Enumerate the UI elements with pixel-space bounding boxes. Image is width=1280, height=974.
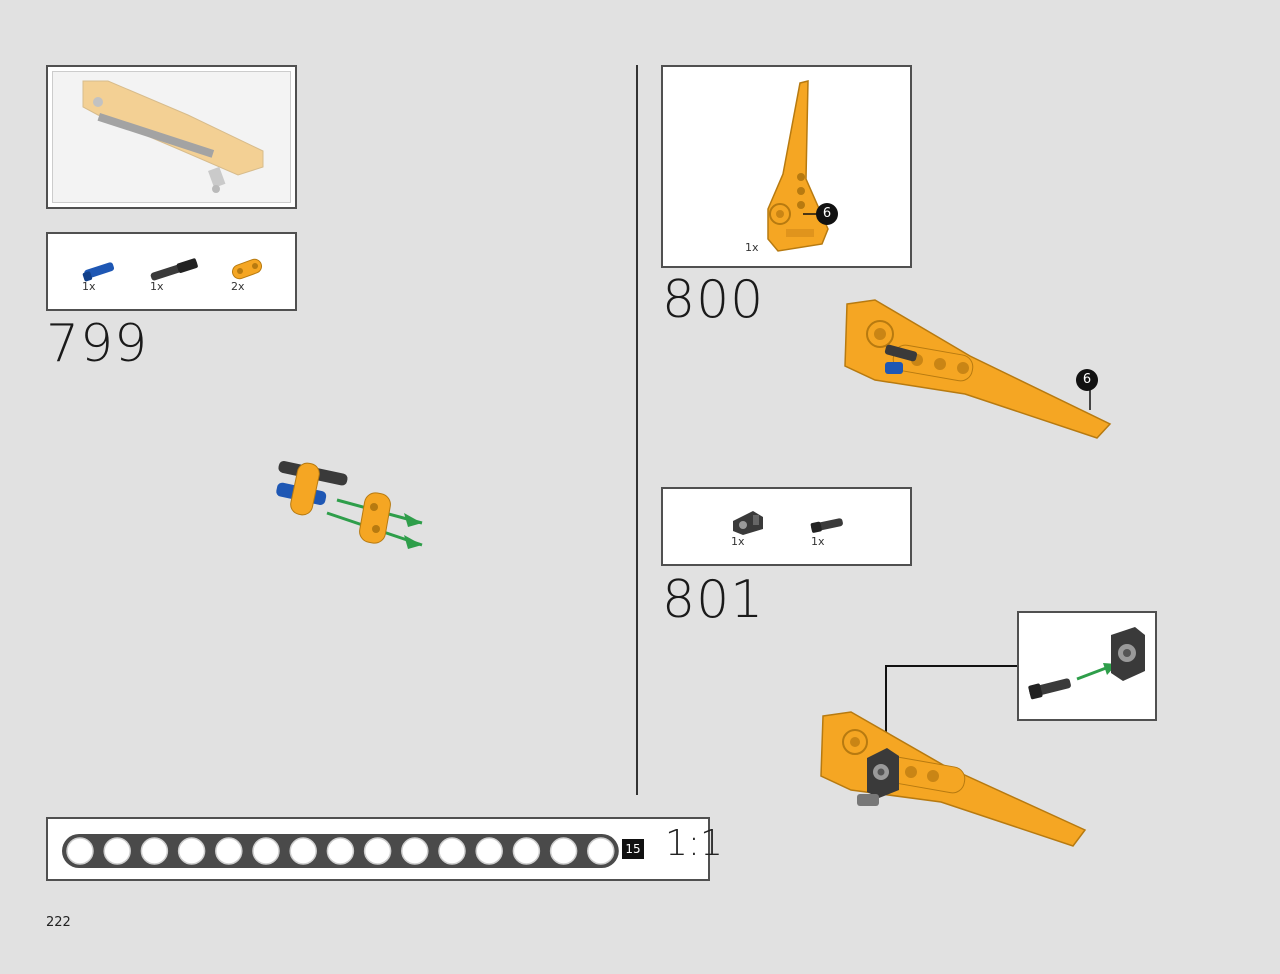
ruler-hole <box>326 837 355 865</box>
scale-indicator: 1:1 <box>665 823 723 864</box>
step-number-799: 799 <box>46 314 149 374</box>
ruler-hole <box>103 837 131 865</box>
parts-list-799: 1x 1x 2x <box>46 232 297 311</box>
ruler-hole <box>549 837 578 865</box>
callout-number: 6 <box>1082 372 1092 387</box>
ruler-hole <box>252 837 280 865</box>
ruler-hole <box>587 837 615 865</box>
ruler-hole <box>438 837 466 865</box>
step-801-assembly-image <box>820 711 1087 847</box>
callout-number: 6 <box>822 206 832 221</box>
ruler-hole <box>289 837 317 865</box>
black-axle-pin-small-icon <box>810 518 843 533</box>
model-callout-badge: 6 <box>1076 369 1098 391</box>
part-qty: 2x <box>231 280 245 293</box>
ruler-hole <box>363 837 392 865</box>
black-cross-block-icon <box>733 511 763 535</box>
subassembly-image <box>1028 627 1145 700</box>
black-axle-pin-icon <box>150 258 198 281</box>
parts-list-801: 1x 1x <box>661 487 912 566</box>
step-799-assembly-image <box>276 460 423 549</box>
ruler-hole <box>177 837 206 865</box>
callout-badge: 6 <box>816 203 838 225</box>
previous-model-thumbnail <box>46 65 297 209</box>
ruler-hole <box>140 837 169 865</box>
ruler-hole <box>66 837 94 865</box>
part-qty: 1x <box>745 241 759 254</box>
yellow-beam-link-icon <box>231 258 263 280</box>
page-divider <box>636 65 638 795</box>
part-qty: 1x <box>731 535 745 548</box>
yellow-panel-fairing-icon <box>767 80 829 252</box>
step-number-800: 800 <box>662 270 765 330</box>
blue-pin-icon <box>82 262 115 282</box>
ruler-length-label: 15 <box>622 839 644 859</box>
part-qty: 1x <box>811 535 825 548</box>
ruler-box <box>46 817 710 881</box>
page-number: 222 <box>46 915 71 930</box>
faded-assembly-image <box>82 80 264 193</box>
step-800-assembly-image <box>844 299 1112 439</box>
ruler-hole <box>475 837 503 865</box>
ruler-beam-15 <box>62 834 619 868</box>
subassembly-inset <box>1017 611 1157 721</box>
step-number-801: 801 <box>662 570 765 630</box>
parts-list-800: 6 1x <box>661 65 912 268</box>
part-qty: 1x <box>150 280 164 293</box>
ruler-hole <box>401 837 429 865</box>
ruler-hole <box>512 837 541 865</box>
part-qty: 1x <box>82 280 96 293</box>
ruler-hole <box>215 837 243 865</box>
